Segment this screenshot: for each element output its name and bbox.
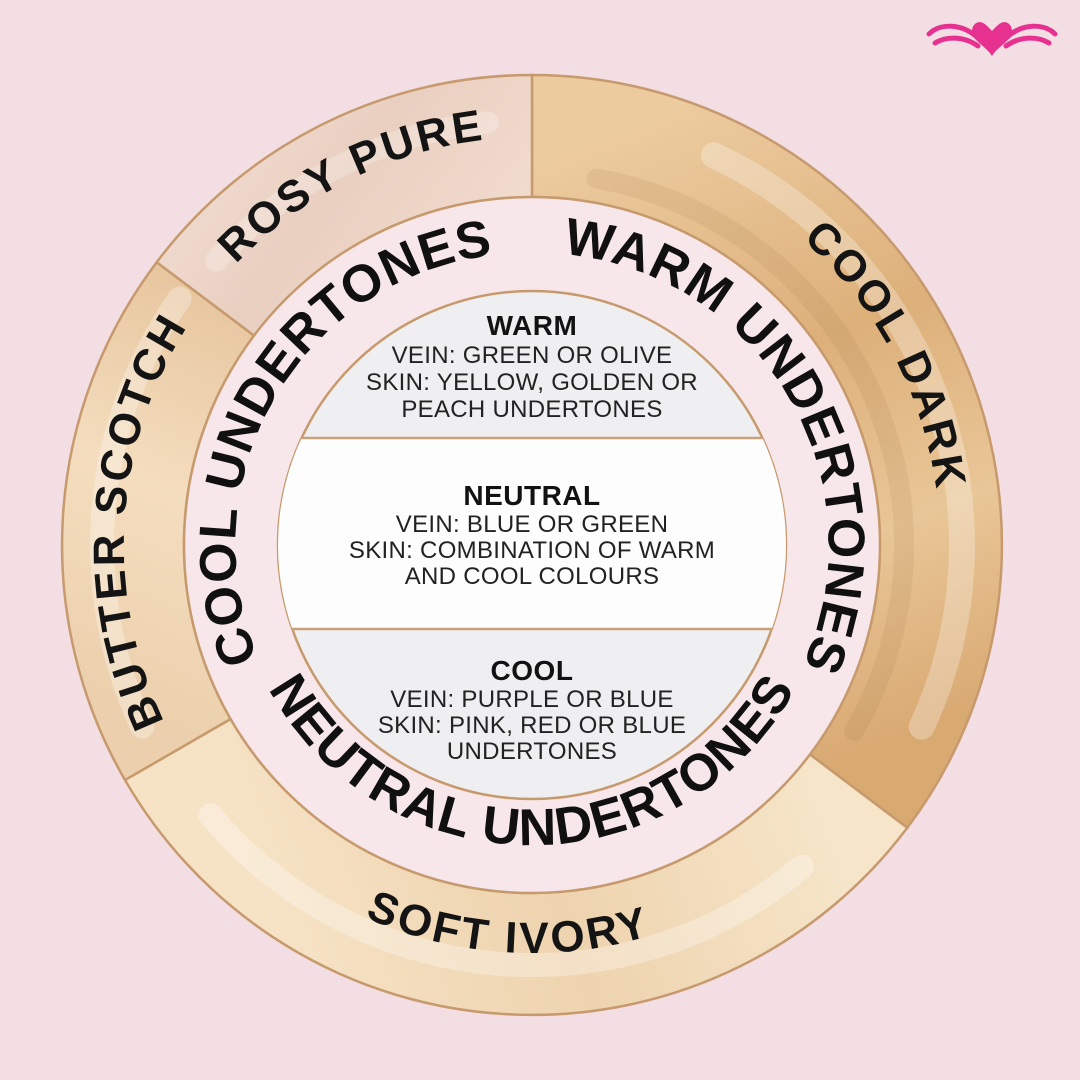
section-line: VEIN: PURPLE OR BLUE — [390, 686, 673, 713]
section-line: UNDERTONES — [447, 738, 617, 765]
neutral-band — [278, 438, 786, 629]
section-title-warm: WARM — [487, 310, 578, 341]
section-warm: WARM VEIN: GREEN OR OLIVE SKIN: YELLOW, … — [366, 310, 698, 423]
section-line: SKIN: COMBINATION OF WARM — [349, 537, 715, 564]
section-line: SKIN: PINK, RED OR BLUE — [378, 712, 686, 739]
section-line: SKIN: YELLOW, GOLDEN OR — [366, 369, 698, 396]
section-title-neutral: NEUTRAL — [463, 480, 600, 511]
brand-logo — [926, 22, 1058, 56]
section-cool: COOL VEIN: PURPLE OR BLUE SKIN: PINK, RE… — [378, 655, 686, 765]
swatch-ring — [60, 73, 1004, 1017]
swatch-texture — [90, 111, 975, 978]
section-line: AND COOL COLOURS — [405, 563, 660, 590]
section-neutral: NEUTRAL VEIN: BLUE OR GREEN SKIN: COMBIN… — [349, 480, 715, 590]
section-title-cool: COOL — [491, 655, 574, 686]
section-line: PEACH UNDERTONES — [401, 396, 662, 423]
section-line: VEIN: GREEN OR OLIVE — [392, 342, 673, 369]
section-line: VEIN: BLUE OR GREEN — [396, 511, 668, 538]
winged-heart-icon — [926, 22, 1058, 56]
